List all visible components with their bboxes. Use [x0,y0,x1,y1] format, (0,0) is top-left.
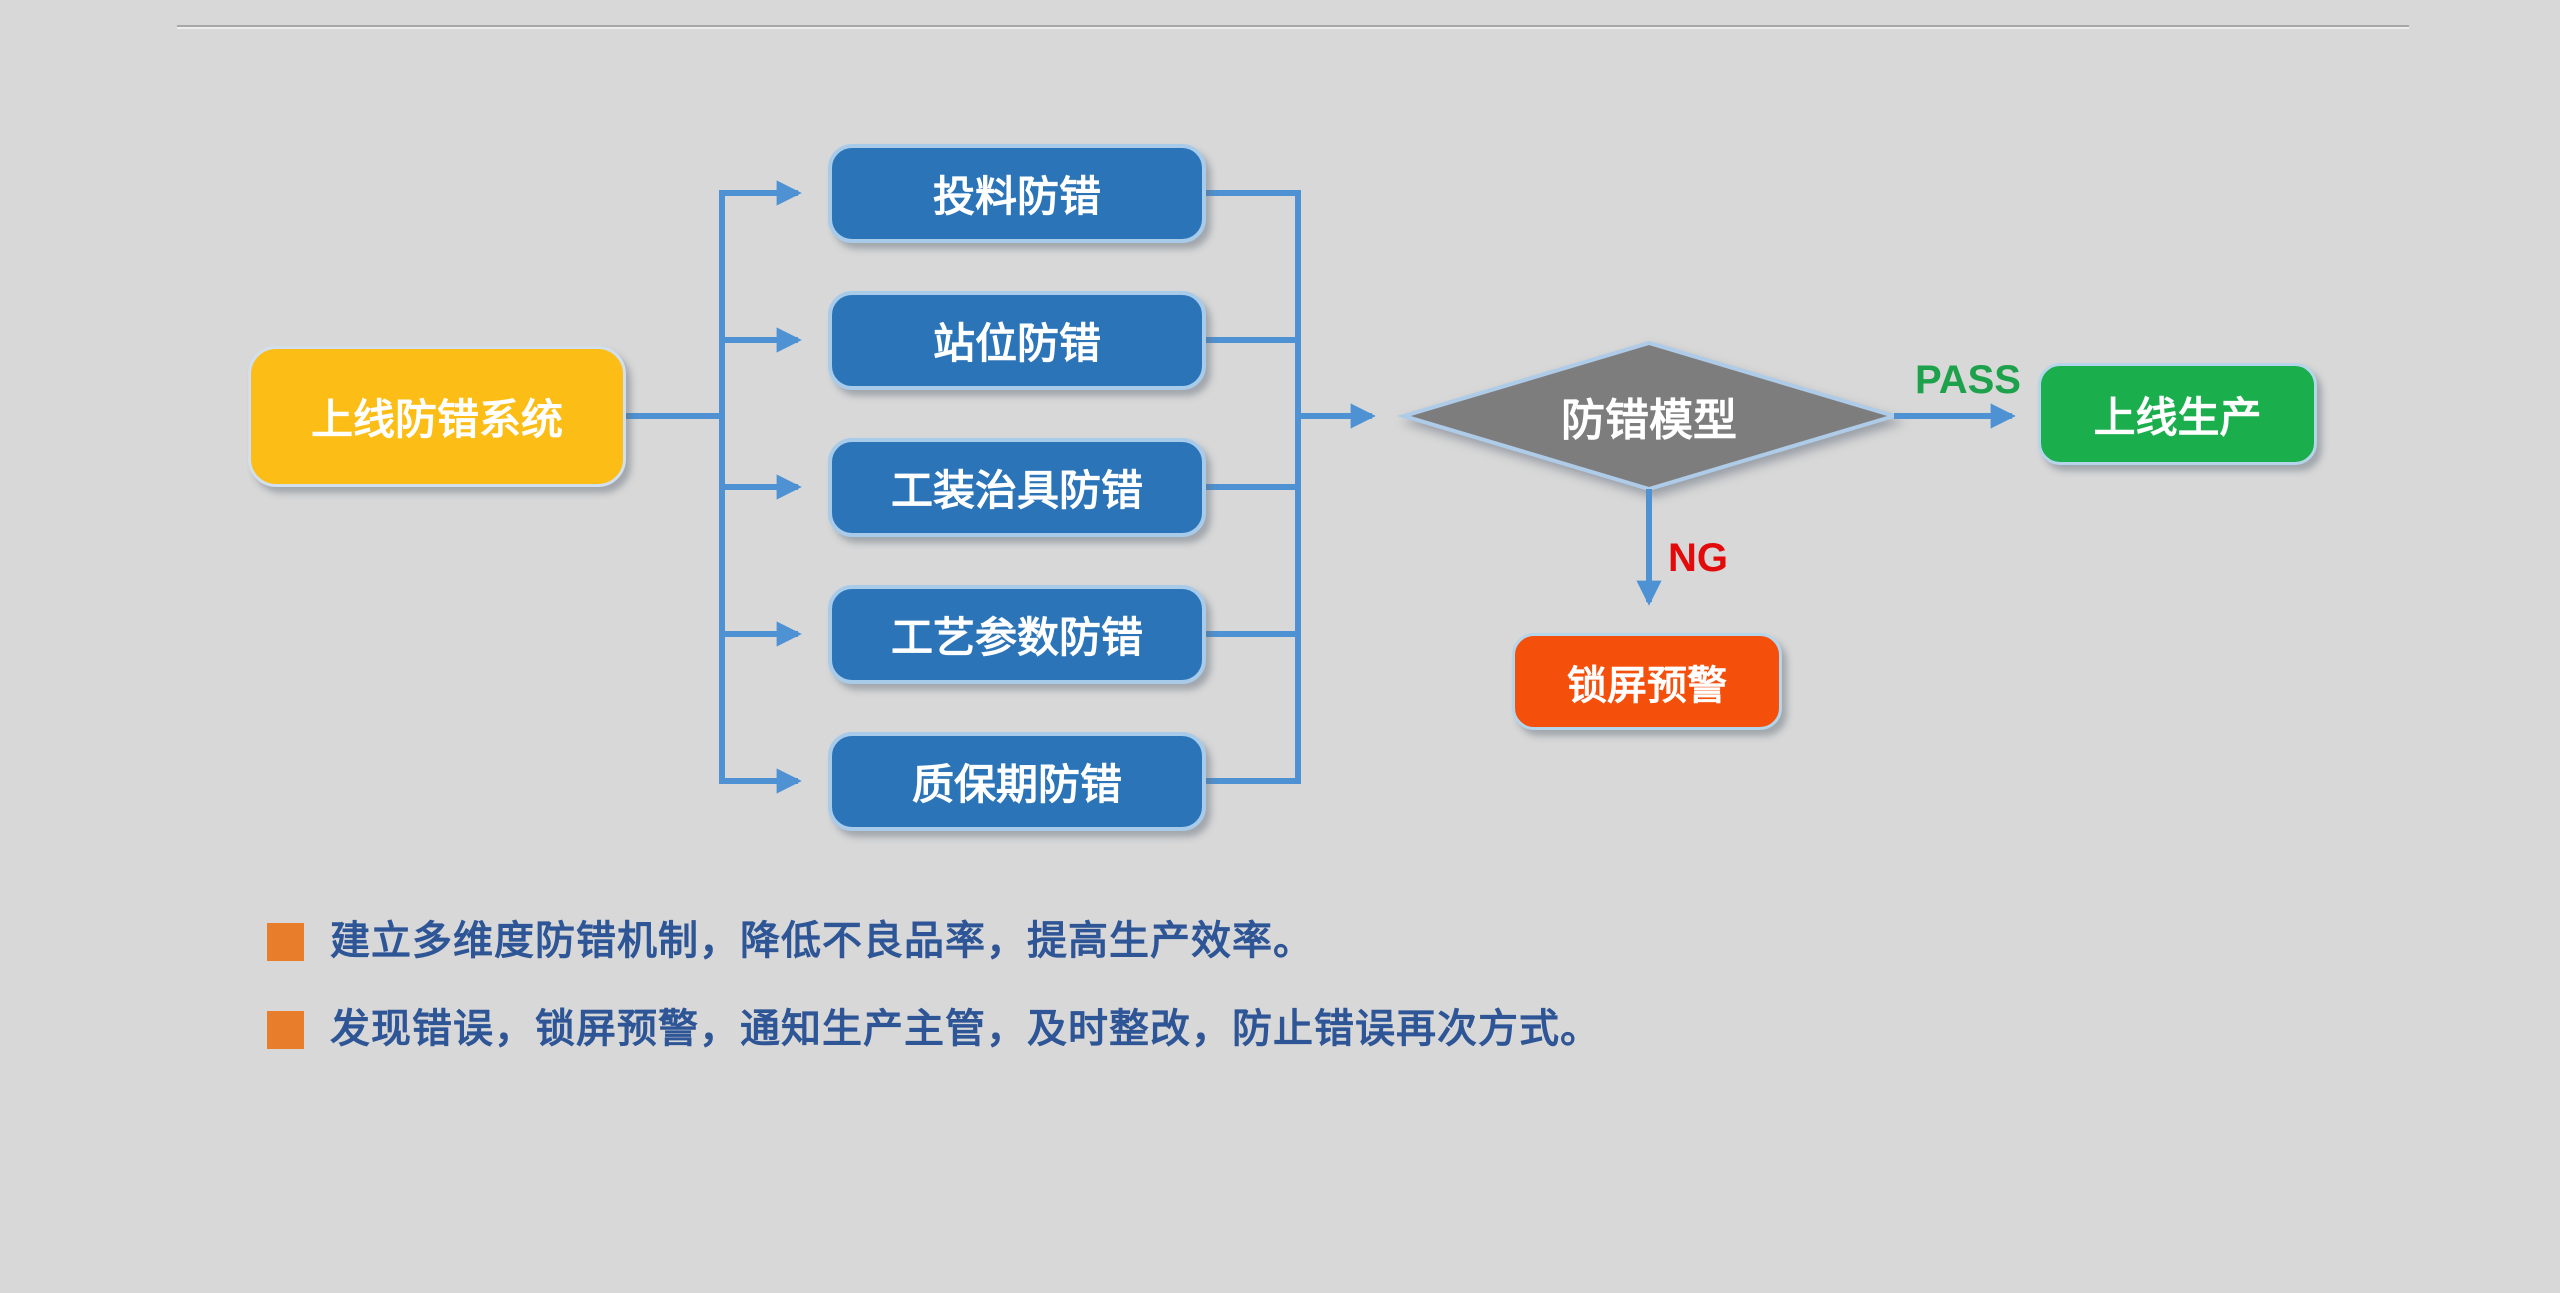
bullet-square-icon [267,1011,304,1049]
node-category-process-parameter: 工艺参数防错 [828,585,1206,684]
decision-diamond-shape [1396,340,1902,492]
bullet-square-icon [267,923,304,961]
note-item: 发现错误，锁屏预警，通知生产主管，及时整改，防止错误再次方式。 [267,1006,1601,1052]
note-item: 建立多维度防错机制，降低不良品率，提高生产效率。 [267,918,1314,964]
node-category-station: 站位防错 [828,291,1206,390]
node-online-production: 上线生产 [2038,363,2317,465]
note-text: 发现错误，锁屏预警，通知生产主管，及时整改，防止错误再次方式。 [330,1007,1601,1051]
note-text: 建立多维度防错机制，降低不良品率，提高生产效率。 [330,919,1314,963]
top-divider-line [177,25,2409,27]
node-category-material-feeding: 投料防错 [828,144,1206,243]
node-category-tooling-fixture: 工装治具防错 [828,438,1206,537]
node-category-warranty-period: 质保期防错 [828,732,1206,831]
pass-branch-label: PASS [1915,358,2021,402]
ng-branch-label: NG [1668,536,1728,580]
node-lock-screen-warning: 锁屏预警 [1512,633,1782,730]
node-online-error-proofing-system: 上线防错系统 [248,346,626,487]
